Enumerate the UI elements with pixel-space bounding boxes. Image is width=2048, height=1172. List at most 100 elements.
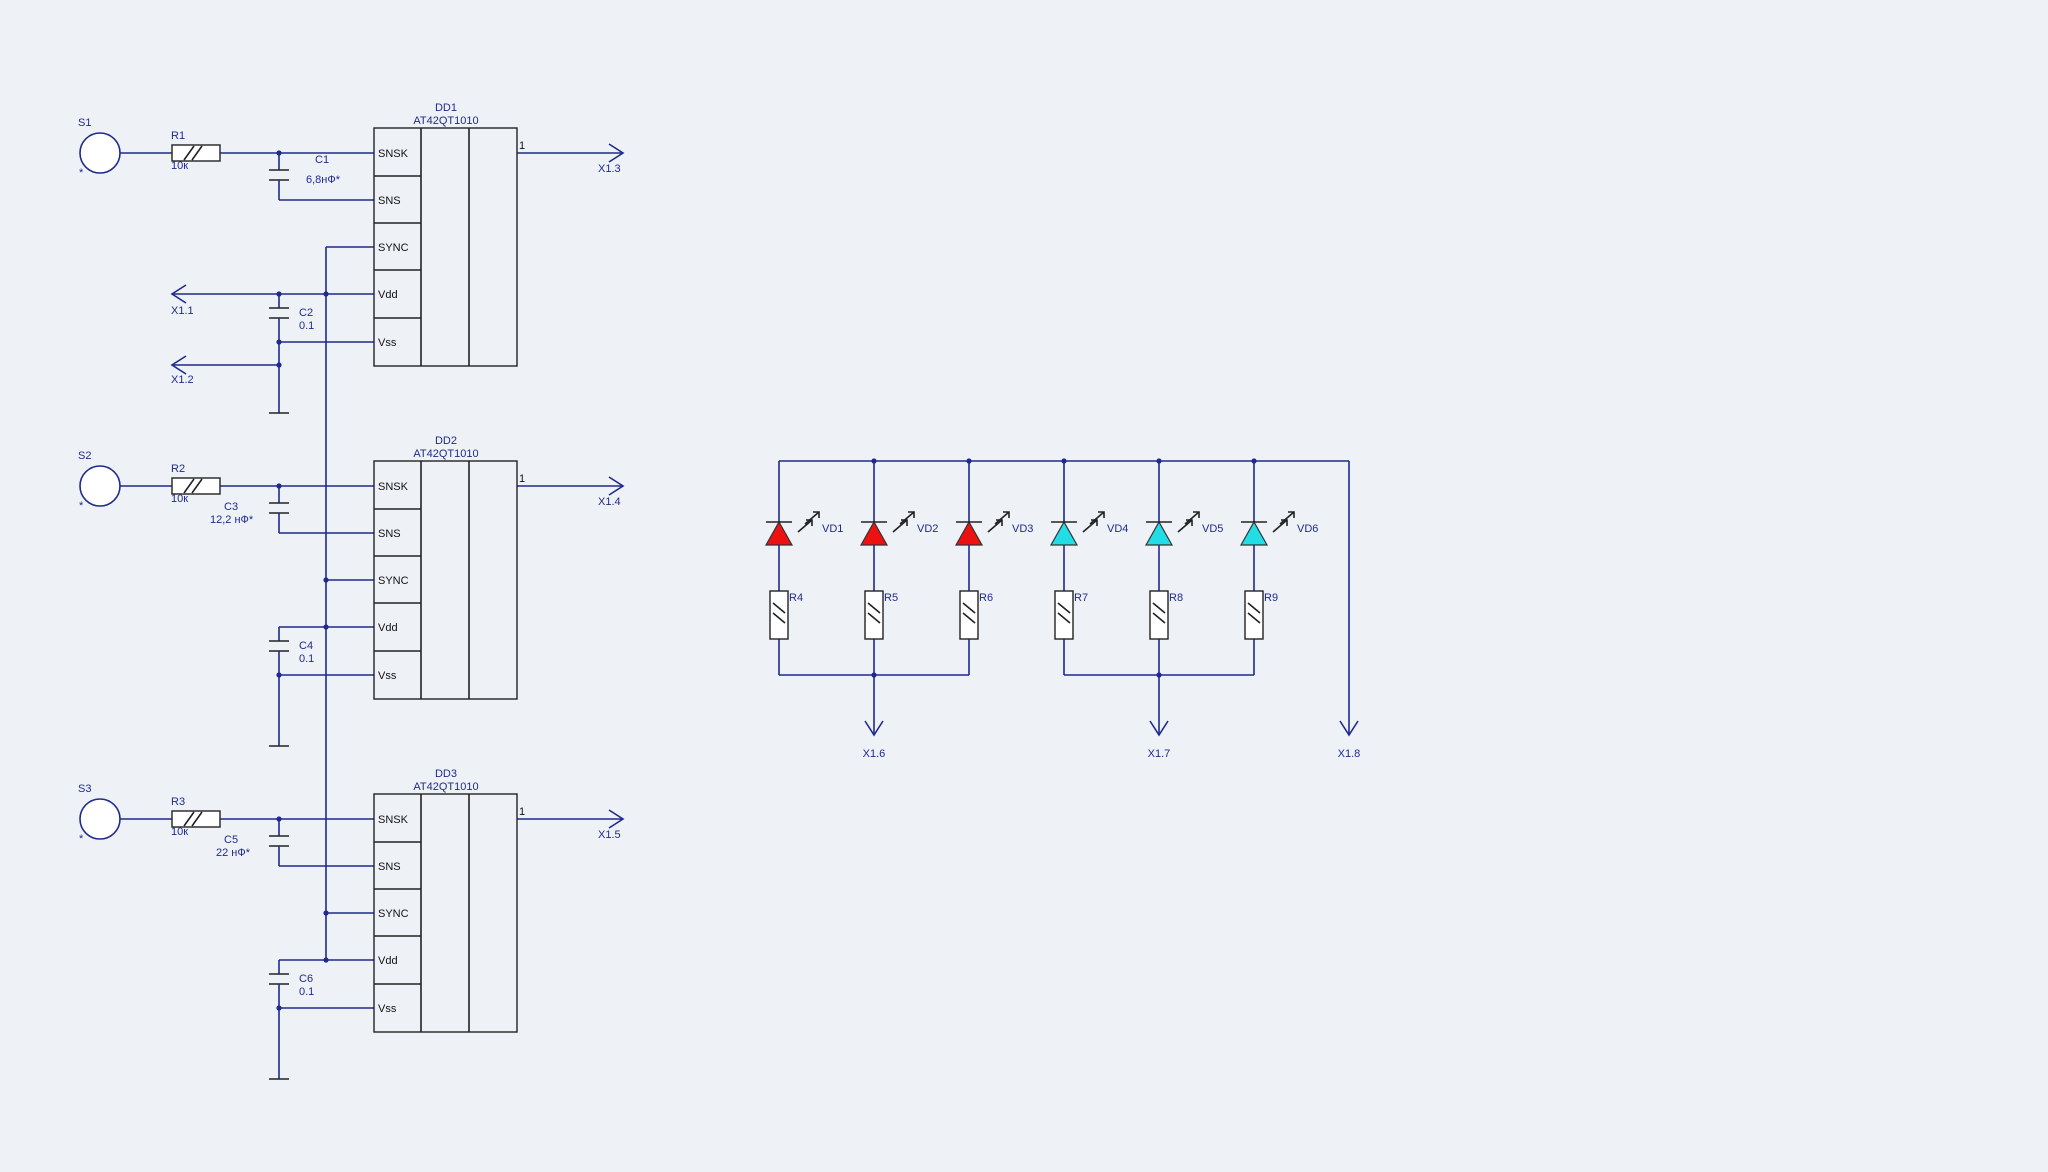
input-resistor-slash [183,145,195,161]
led-diode-body [954,520,984,546]
input-resistor-slash [183,811,195,827]
led-resistor-label: R4 [789,592,803,604]
ic-designator: DD2 [435,435,457,447]
sensor-mark: * [79,500,84,512]
led-emission-arrow [1091,519,1098,526]
sensor-label: S1 [78,117,91,129]
led-resistor-slash [772,612,786,624]
led-diode-body [1239,520,1269,546]
led-resistor-label: R6 [979,592,993,604]
led-resistor-body [959,590,979,640]
led-emission-arrow [1272,519,1288,533]
led-emission-arrow [987,519,1003,533]
led-diode-body [1049,520,1079,546]
led-emission-arrow [908,511,915,518]
ic-pin-label: Vdd [378,955,398,967]
decoupling-label: C4 [299,640,313,652]
led-diode-body [764,520,794,546]
sensor-mark: * [79,167,84,179]
led-resistor-body [769,590,789,640]
ic-type: AT42QT1010 [413,781,478,793]
led-label: VD4 [1107,523,1128,535]
led-emission-arrow [1288,511,1295,518]
resistor-value: 10к [171,493,188,505]
output-pin-number: 1 [519,473,525,485]
led-resistor-body [1149,590,1169,640]
ic-pin-label: SYNC [378,908,409,920]
led-resistor-slash [867,612,881,624]
led-emission-arrow [1003,511,1010,518]
led-output-label: X1.8 [1338,748,1361,760]
ic-pin-label: SNS [378,528,401,540]
led-label: VD5 [1202,523,1223,535]
input-resistor-body [171,810,221,828]
sensor-electrode [79,465,121,507]
led-resistor-slash [772,602,786,614]
ic-type: AT42QT1010 [413,448,478,460]
led-resistor-slash [962,602,976,614]
led-emission-arrow [813,511,820,518]
ic-pin-label: SNSK [378,814,409,826]
sensor-electrode [79,798,121,840]
led-output-arrow [1339,720,1359,737]
output-arrow [608,809,625,829]
sensor-label: S2 [78,450,91,462]
capacitor-value: 12,2 нФ* [210,514,254,526]
led-emission-arrow [1184,511,1200,525]
sensor-mark: * [79,833,84,845]
led-emission-arrow [899,511,915,525]
led-emission-arrow [892,519,908,533]
led-label: VD6 [1297,523,1318,535]
input-resistor-slash [183,478,195,494]
output-arrow [608,476,625,496]
capacitor-label: C3 [224,501,238,513]
ic-body [373,793,518,1033]
ic-body [373,127,518,367]
junction-dot [276,1005,282,1011]
led-resistor-body [1054,590,1074,640]
ic-designator: DD1 [435,102,457,114]
led-resistor-body [864,590,884,640]
ground-net-label: X1.2 [171,374,194,386]
led-emission-arrow [1281,519,1288,526]
led-resistor-label: R7 [1074,592,1088,604]
output-pin-number: 1 [519,806,525,818]
led-label: VD2 [917,523,938,535]
junction-dot [276,339,282,345]
resistor-value: 10к [171,826,188,838]
ic-pin-label: Vdd [378,622,398,634]
ic-pin-label: Vss [378,1003,397,1015]
ic-type: AT42QT1010 [413,115,478,127]
led-emission-arrow [804,511,820,525]
led-resistor-slash [962,612,976,624]
schematic-wiring [120,128,1350,1080]
led-resistor-body [1244,590,1264,640]
junction-dot [276,672,282,678]
resistor-label: R2 [171,463,185,475]
led-resistor-slash [1247,612,1261,624]
decoupling-value: 0.1 [299,653,314,665]
led-resistor-slash [1152,612,1166,624]
led-emission-arrow [1177,519,1193,533]
output-net-label: X1.3 [598,163,621,175]
input-resistor-body [171,144,221,162]
input-resistor-slash [191,478,203,494]
ground-arrow [170,355,187,375]
ic-pin-label: SNS [378,195,401,207]
schematic-components [79,127,1359,1033]
led-emission-arrow [1089,511,1105,525]
input-resistor-body [171,477,221,495]
ic-pin-label: Vdd [378,289,398,301]
output-arrow [608,143,625,163]
ic-body [373,460,518,700]
led-emission-arrow [1082,519,1098,533]
capacitor-value: 22 нФ* [216,847,251,859]
sensor-electrode [79,132,121,174]
ic-pin-label: SNSK [378,481,409,493]
led-emission-arrow [901,519,908,526]
capacitor-label: C1 [315,154,329,166]
led-resistor-slash [1152,602,1166,614]
ic-pin-label: Vss [378,337,397,349]
capacitor-label: C5 [224,834,238,846]
ic-designator: DD3 [435,768,457,780]
